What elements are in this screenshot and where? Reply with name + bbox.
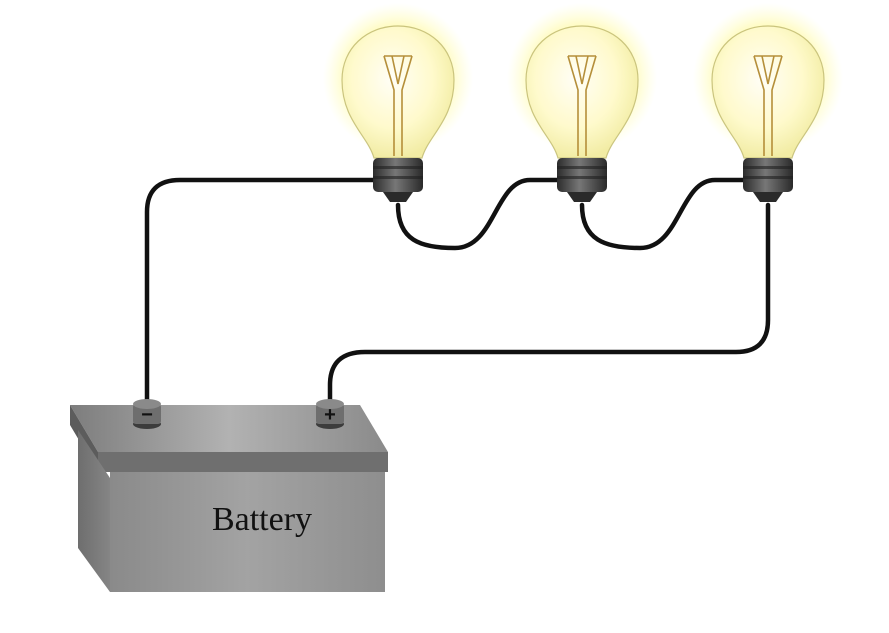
battery-side (78, 430, 110, 592)
battery-negative-terminal (133, 399, 161, 429)
bulb-3 (692, 2, 844, 203)
bulb-1 (322, 2, 474, 203)
wire-bulb-2-to-bulb-3 (579, 177, 753, 251)
wire-bulb-1-to-bulb-2 (395, 177, 568, 251)
wire-negative-to-bulb-1 (144, 177, 383, 408)
battery-front (110, 472, 385, 592)
battery: − + Battery (70, 399, 388, 592)
wire-bulb-3-to-positive (327, 202, 771, 408)
negative-symbol: − (141, 404, 153, 426)
bulb-2 (506, 2, 658, 203)
positive-symbol: + (324, 404, 336, 426)
circuit-wires (144, 177, 771, 408)
battery-lid-rim (98, 452, 388, 472)
battery-positive-terminal (316, 399, 344, 429)
battery-label: Battery (212, 501, 312, 538)
